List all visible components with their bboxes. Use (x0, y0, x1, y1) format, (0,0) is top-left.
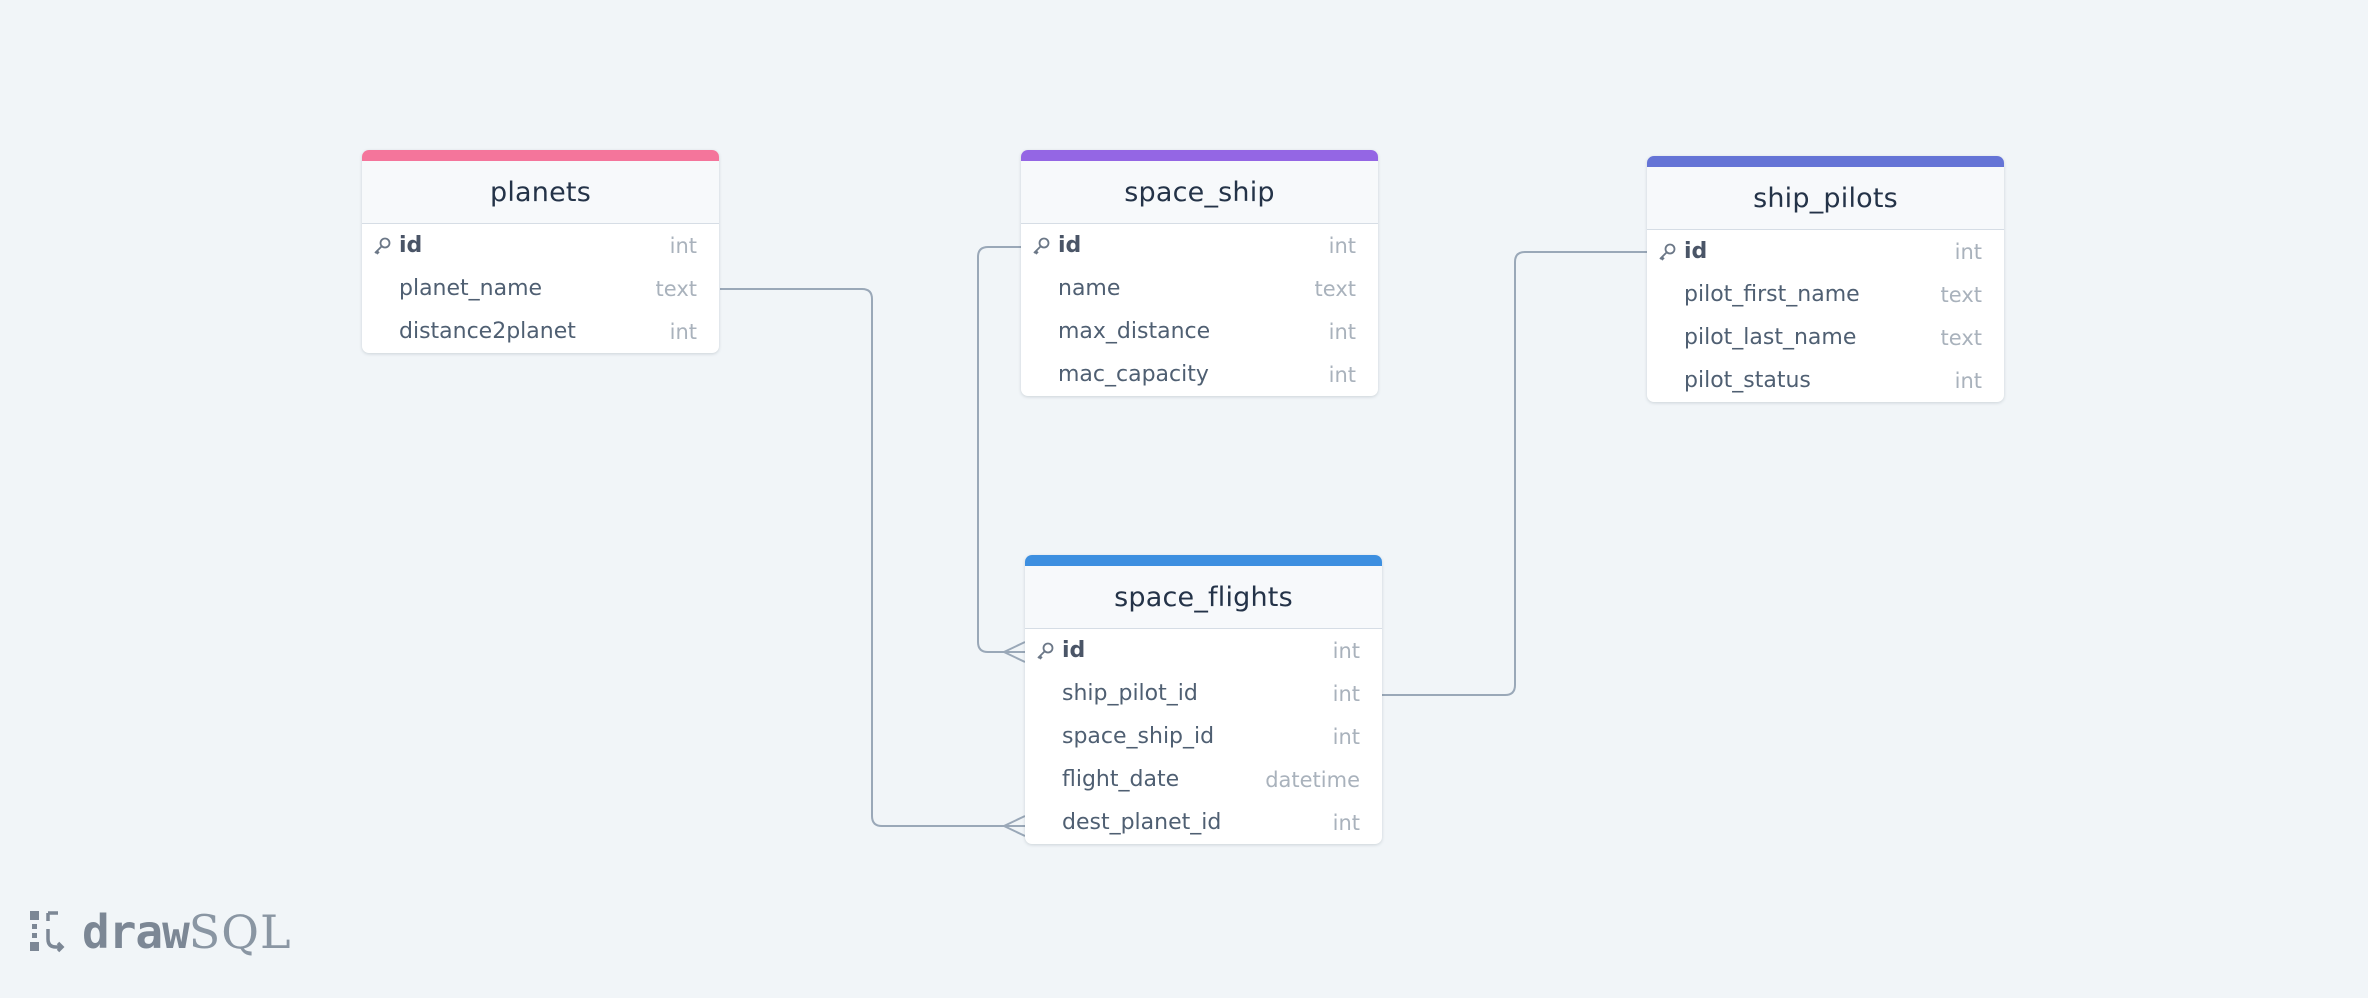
key-icon (1659, 243, 1676, 261)
column-name: pilot_last_name (1684, 325, 1857, 350)
relation-pilots-flights[interactable] (1382, 251, 1647, 696)
column-name: name (1058, 276, 1121, 301)
table-title: space_ship (1021, 161, 1378, 224)
column-row[interactable]: ship_pilot_id int (1025, 672, 1382, 715)
column-type: int (1328, 319, 1356, 344)
column-row[interactable]: id int (1025, 629, 1382, 672)
drawsql-logo-icon (30, 911, 65, 953)
table-color-bar (1647, 156, 2004, 167)
column-row[interactable]: pilot_first_name text (1647, 273, 2004, 316)
column-row[interactable]: id int (1021, 224, 1378, 267)
table-color-bar (1021, 150, 1378, 161)
table-title: ship_pilots (1647, 167, 2004, 230)
column-type: int (1328, 233, 1356, 258)
column-type: text (655, 276, 697, 301)
column-name: id (399, 233, 423, 258)
column-type: text (1314, 276, 1356, 301)
column-type: int (1328, 362, 1356, 387)
column-row[interactable]: max_distance int (1021, 310, 1378, 353)
table-planets[interactable]: planets id int planet_name text distance… (362, 150, 719, 353)
key-icon (1033, 237, 1050, 255)
column-type: int (1332, 681, 1360, 706)
column-name: pilot_status (1684, 368, 1811, 393)
table-color-bar (1025, 555, 1382, 566)
column-type: int (1332, 638, 1360, 663)
table-color-bar (362, 150, 719, 161)
column-name: space_ship_id (1062, 724, 1215, 749)
column-type: int (1954, 239, 1982, 264)
table-title: space_flights (1025, 566, 1382, 629)
crowfoot-dest-planet-icon (1003, 815, 1026, 837)
column-name: ship_pilot_id (1062, 681, 1198, 706)
column-name: mac_capacity (1058, 362, 1209, 387)
logo-text-draw: draw (82, 905, 190, 959)
logo-text-sql: SQL (188, 905, 292, 959)
column-row[interactable]: mac_capacity int (1021, 353, 1378, 396)
column-type: int (1954, 368, 1982, 393)
relation-planets-flights[interactable] (720, 288, 1025, 827)
column-type: int (1332, 724, 1360, 749)
drawsql-logo[interactable]: draw SQL (28, 905, 292, 959)
table-ship-pilots[interactable]: ship_pilots id int pilot_first_name text… (1647, 156, 2004, 402)
column-name: planet_name (399, 276, 543, 301)
column-type: text (1940, 325, 1982, 350)
column-name: id (1684, 239, 1708, 264)
column-type: text (1940, 282, 1982, 307)
column-type: int (1332, 810, 1360, 835)
column-row[interactable]: name text (1021, 267, 1378, 310)
crowfoot-flight-id-icon (1003, 641, 1026, 663)
column-name: dest_planet_id (1062, 810, 1222, 835)
table-space-flights[interactable]: space_flights id int ship_pilot_id int s… (1025, 555, 1382, 844)
column-row[interactable]: pilot_last_name text (1647, 316, 2004, 359)
column-name: distance2planet (399, 319, 576, 344)
column-type: int (669, 319, 697, 344)
table-title: planets (362, 161, 719, 224)
column-row[interactable]: id int (362, 224, 719, 267)
column-type: datetime (1265, 767, 1360, 792)
column-type: int (669, 233, 697, 258)
column-name: flight_date (1062, 767, 1180, 792)
key-icon (1037, 642, 1054, 660)
relation-ship-flights[interactable] (977, 246, 1025, 653)
column-row[interactable]: dest_planet_id int (1025, 801, 1382, 844)
column-row[interactable]: flight_date datetime (1025, 758, 1382, 801)
column-row[interactable]: pilot_status int (1647, 359, 2004, 402)
column-row[interactable]: distance2planet int (362, 310, 719, 353)
column-row[interactable]: space_ship_id int (1025, 715, 1382, 758)
column-name: id (1058, 233, 1082, 258)
table-space-ship[interactable]: space_ship id int name text max_distance… (1021, 150, 1378, 396)
column-name: max_distance (1058, 319, 1211, 344)
column-name: pilot_first_name (1684, 282, 1860, 307)
key-icon (374, 237, 391, 255)
column-row[interactable]: id int (1647, 230, 2004, 273)
column-row[interactable]: planet_name text (362, 267, 719, 310)
column-name: id (1062, 638, 1086, 663)
